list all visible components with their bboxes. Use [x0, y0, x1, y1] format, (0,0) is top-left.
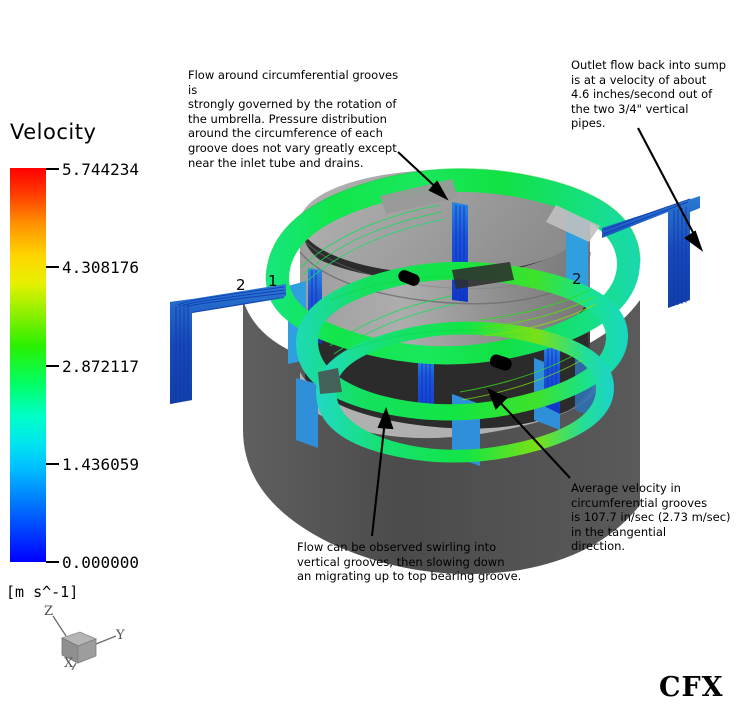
triad-label-z: Z: [44, 604, 54, 619]
left-outlet-pipe: [170, 284, 287, 404]
cfx-logo: CFX: [659, 672, 724, 703]
shell-mid-dark: [305, 300, 588, 430]
annotation-bottom-right: Average velocity in circumferential groo…: [571, 481, 731, 554]
ring-streamlines: [299, 204, 597, 401]
legend-label-q3: 4.308176: [62, 258, 140, 277]
model-label-right-2: 2: [572, 270, 582, 288]
annotation-bottom-center: Flow can be observed swirling into verti…: [297, 540, 522, 584]
legend-tick-0: [46, 168, 59, 170]
vertical-groove-streamlines: [308, 202, 560, 420]
inner-cylinder: [299, 170, 591, 360]
triad-cube-icon: [60, 631, 98, 664]
lower-ledge: [300, 372, 596, 439]
legend-label-q1: 1.436059: [62, 455, 140, 474]
middle-circumferential-ring: [296, 261, 628, 421]
triad-label-x: X: [64, 656, 74, 671]
axis-triad-widget: Z Y X: [22, 604, 132, 671]
model-label-left-1: 1: [268, 272, 278, 290]
legend-title: Velocity: [10, 120, 97, 144]
annotation-top-left: Flow around circumferential grooves is s…: [188, 68, 399, 170]
legend-tick-1: [46, 266, 59, 268]
legend-label-mid: 2.872117: [62, 357, 140, 376]
legend-tick-3: [46, 463, 59, 465]
velocity-colorbar: [10, 168, 46, 562]
legend-label-min: 0.000000: [62, 553, 140, 572]
legend-units-label: [m s^-1]: [6, 583, 79, 601]
triad-label-y: Y: [116, 628, 125, 643]
annotation-leader-arrows: [370, 127, 704, 537]
drain-face-plates: [288, 210, 600, 466]
legend-tick-4: [46, 561, 59, 563]
upper-circumferential-ring: [265, 168, 641, 365]
legend-label-max: 5.744234: [62, 160, 140, 179]
annotation-top-right: Outlet flow back into sump is at a veloc…: [571, 58, 727, 131]
legend-tick-2: [46, 365, 59, 367]
shell-upper-band: [300, 180, 590, 405]
lower-circumferential-ring: [316, 321, 614, 463]
right-outlet-pipe: [602, 196, 700, 308]
nozzle-markers: [398, 270, 512, 371]
model-label-left-2: 2: [236, 276, 246, 294]
